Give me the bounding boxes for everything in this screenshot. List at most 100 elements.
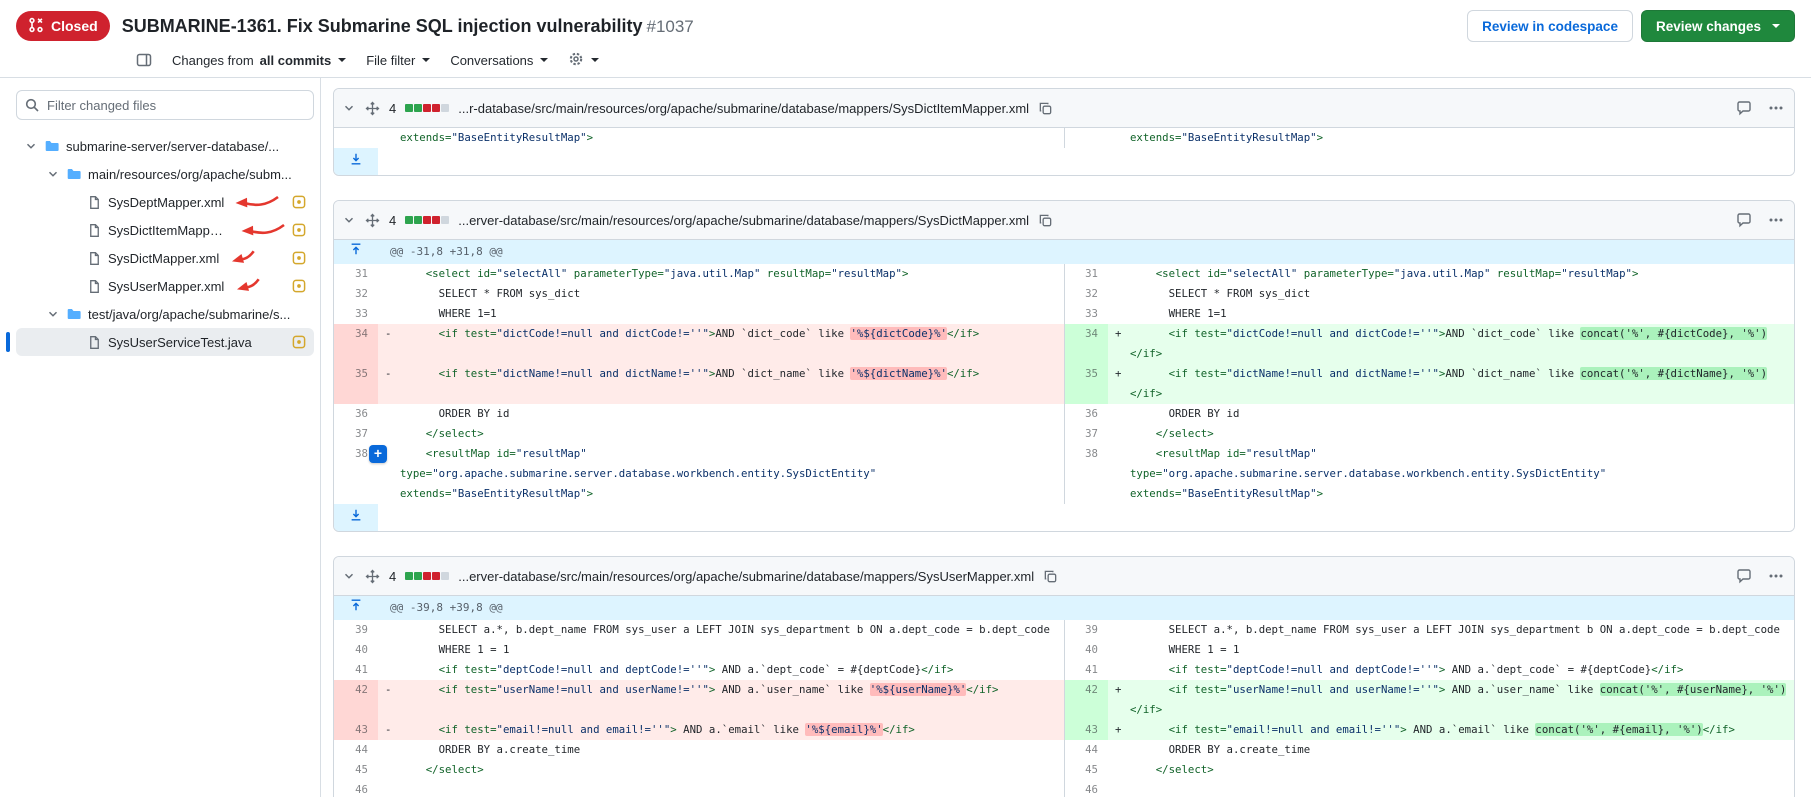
file-modified-icon bbox=[292, 335, 306, 349]
line-number-left[interactable]: 34 bbox=[334, 324, 378, 364]
line-number-left[interactable] bbox=[334, 128, 378, 148]
folder-icon bbox=[66, 166, 82, 182]
status-badge: Closed bbox=[16, 11, 110, 41]
add-comment-button[interactable]: + bbox=[369, 445, 387, 463]
line-number-left[interactable]: 42 bbox=[334, 680, 378, 720]
sidebar-toggle-button[interactable] bbox=[136, 52, 152, 68]
line-number-right[interactable] bbox=[1064, 128, 1108, 148]
copy-path-icon[interactable] bbox=[1038, 101, 1053, 116]
expand-row bbox=[334, 148, 1794, 175]
tree-item-directory[interactable]: test/java/org/apache/submarine/s... bbox=[16, 300, 314, 328]
page-title: SUBMARINE-1361. Fix Submarine SQL inject… bbox=[122, 16, 1455, 37]
file-filter-dropdown[interactable]: File filter bbox=[366, 53, 430, 68]
chevron-down-icon[interactable] bbox=[46, 307, 60, 321]
line-number-right[interactable]: 39 bbox=[1064, 620, 1108, 640]
filter-changed-files-input[interactable] bbox=[16, 90, 314, 120]
code-cell-left: WHERE 1=1 bbox=[378, 304, 1064, 324]
line-number-right[interactable]: 33 bbox=[1064, 304, 1108, 324]
chevron-down-icon[interactable] bbox=[46, 167, 60, 181]
line-number-right[interactable]: 34 bbox=[1064, 324, 1108, 364]
line-number-left[interactable]: 39 bbox=[334, 620, 378, 640]
diff-settings-dropdown[interactable] bbox=[568, 51, 599, 70]
review-changes-button[interactable]: Review changes bbox=[1641, 10, 1795, 42]
line-number-left[interactable]: 45 bbox=[334, 760, 378, 780]
tree-item-file[interactable]: SysDictItemMapper.xml bbox=[16, 216, 314, 244]
file-icon bbox=[87, 251, 102, 266]
drag-handle-icon[interactable] bbox=[365, 569, 380, 584]
collapse-file-icon[interactable] bbox=[342, 101, 356, 115]
file-path[interactable]: ...r-database/src/main/resources/org/apa… bbox=[458, 101, 1029, 116]
line-number-right[interactable]: 44 bbox=[1064, 740, 1108, 760]
line-number-left[interactable]: 44 bbox=[334, 740, 378, 760]
line-number-left[interactable]: 37 bbox=[334, 424, 378, 444]
drag-handle-icon[interactable] bbox=[365, 101, 380, 116]
copy-path-icon[interactable] bbox=[1038, 213, 1053, 228]
kebab-menu-icon[interactable] bbox=[1768, 100, 1784, 116]
code-cell-left: - <if test="email!=null and email!=''"> … bbox=[378, 720, 1064, 740]
collapse-file-icon[interactable] bbox=[342, 213, 356, 227]
line-number-right[interactable]: 40 bbox=[1064, 640, 1108, 660]
tree-item-file[interactable]: SysDeptMapper.xml bbox=[16, 188, 314, 216]
tree-item-directory[interactable]: main/resources/org/apache/subm... bbox=[16, 160, 314, 188]
tree-item-directory[interactable]: submarine-server/server-database/... bbox=[16, 132, 314, 160]
pr-header: Closed SUBMARINE-1361. Fix Submarine SQL… bbox=[0, 0, 1811, 78]
line-number-right[interactable]: 32 bbox=[1064, 284, 1108, 304]
line-number-right[interactable]: 46 bbox=[1064, 780, 1108, 797]
drag-handle-icon[interactable] bbox=[365, 213, 380, 228]
review-in-codespace-button[interactable]: Review in codespace bbox=[1467, 10, 1633, 42]
line-number-left[interactable]: 33 bbox=[334, 304, 378, 324]
expand-down-button[interactable] bbox=[334, 148, 378, 175]
tree-item-file[interactable]: SysUserMapper.xml bbox=[16, 272, 314, 300]
copy-path-icon[interactable] bbox=[1043, 569, 1058, 584]
comment-icon[interactable] bbox=[1736, 212, 1752, 228]
line-number-right[interactable]: 35 bbox=[1064, 364, 1108, 404]
expand-row bbox=[334, 504, 1794, 531]
file-path[interactable]: ...erver-database/src/main/resources/org… bbox=[458, 569, 1034, 584]
collapse-file-icon[interactable] bbox=[342, 569, 356, 583]
file-path[interactable]: ...erver-database/src/main/resources/org… bbox=[458, 213, 1029, 228]
changes-from-dropdown[interactable]: Changes fromall commits bbox=[172, 53, 346, 68]
chevron-down-icon[interactable] bbox=[24, 139, 38, 153]
diff-row: 38+ <resultMap id="resultMap" type="org.… bbox=[334, 444, 1794, 504]
expand-down-button[interactable] bbox=[334, 504, 378, 531]
diff-row: 42- <if test="userName!=null and userNam… bbox=[334, 680, 1794, 720]
code-cell-left: SELECT a.*, b.dept_name FROM sys_user a … bbox=[378, 620, 1064, 640]
line-number-left[interactable]: 36 bbox=[334, 404, 378, 424]
line-number-left[interactable]: 43 bbox=[334, 720, 378, 740]
line-number-right[interactable]: 37 bbox=[1064, 424, 1108, 444]
tree-item-file[interactable]: SysUserServiceTest.java bbox=[16, 328, 314, 356]
line-number-right[interactable]: 45 bbox=[1064, 760, 1108, 780]
comment-icon[interactable] bbox=[1736, 100, 1752, 116]
tree-item-file[interactable]: SysDictMapper.xml bbox=[16, 244, 314, 272]
line-number-left[interactable]: 35 bbox=[334, 364, 378, 404]
line-number-right[interactable]: 43 bbox=[1064, 720, 1108, 740]
code-cell-right: + <if test="email!=null and email!=''"> … bbox=[1108, 720, 1794, 740]
expand-up-button[interactable] bbox=[334, 596, 378, 620]
code-cell-left: SELECT * FROM sys_dict bbox=[378, 284, 1064, 304]
code-cell-left: extends="BaseEntityResultMap"> bbox=[378, 128, 1064, 148]
comment-icon[interactable] bbox=[1736, 568, 1752, 584]
kebab-menu-icon[interactable] bbox=[1768, 568, 1784, 584]
line-number-left[interactable]: 46 bbox=[334, 780, 378, 797]
line-number-right[interactable]: 41 bbox=[1064, 660, 1108, 680]
line-number-left[interactable]: 32 bbox=[334, 284, 378, 304]
diff-row: 39 SELECT a.*, b.dept_name FROM sys_user… bbox=[334, 620, 1794, 640]
line-number-right[interactable]: 36 bbox=[1064, 404, 1108, 424]
line-number-right[interactable]: 31 bbox=[1064, 264, 1108, 284]
gear-icon bbox=[568, 51, 584, 70]
chevron-down-icon bbox=[422, 58, 430, 66]
file-icon bbox=[87, 195, 102, 210]
expand-up-button[interactable] bbox=[334, 240, 378, 264]
code-cell-left: - <if test="userName!=null and userName!… bbox=[378, 680, 1064, 720]
code-cell-right: + <if test="dictCode!=null and dictCode!… bbox=[1108, 324, 1794, 364]
line-number-left[interactable]: 41 bbox=[334, 660, 378, 680]
line-number-right[interactable]: 42 bbox=[1064, 680, 1108, 720]
conversations-dropdown[interactable]: Conversations bbox=[450, 53, 548, 68]
line-number-left[interactable]: 40 bbox=[334, 640, 378, 660]
diff-row: extends="BaseEntityResultMap">extends="B… bbox=[334, 128, 1794, 148]
line-number-right[interactable]: 38 bbox=[1064, 444, 1108, 504]
kebab-menu-icon[interactable] bbox=[1768, 212, 1784, 228]
line-number-left[interactable]: 31 bbox=[334, 264, 378, 284]
file-tree-sidebar: submarine-server/server-database/...main… bbox=[0, 78, 321, 797]
line-number-left[interactable]: 38+ bbox=[334, 444, 378, 504]
